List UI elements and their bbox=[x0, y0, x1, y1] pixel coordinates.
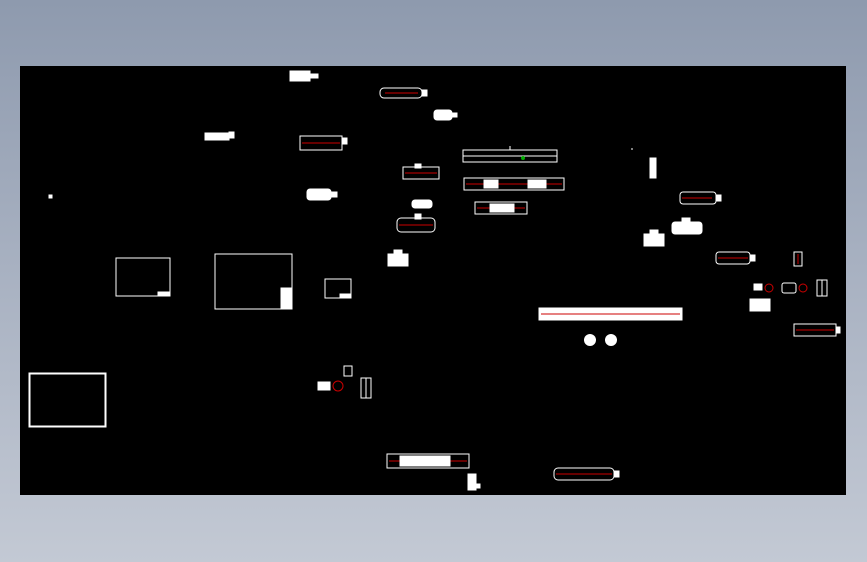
shaft-view bbox=[299, 135, 348, 151]
part-view bbox=[411, 199, 433, 209]
part-view bbox=[204, 131, 235, 141]
part-view bbox=[387, 249, 409, 267]
part-view bbox=[631, 148, 657, 179]
part-view bbox=[48, 194, 53, 199]
shaft-view bbox=[463, 177, 565, 191]
shaft-view bbox=[402, 163, 440, 180]
shaft-view bbox=[715, 251, 756, 265]
part-view bbox=[467, 473, 481, 491]
part-view bbox=[306, 188, 338, 201]
shaft-view bbox=[679, 191, 722, 205]
shaft-view bbox=[386, 453, 470, 469]
part-view bbox=[749, 298, 771, 312]
part-view bbox=[317, 365, 372, 399]
part-view bbox=[433, 109, 458, 121]
part-view bbox=[753, 279, 828, 297]
shaft-view bbox=[462, 146, 558, 163]
drawing-sheet-frame bbox=[115, 257, 171, 297]
shaft-view bbox=[396, 213, 436, 233]
part-view bbox=[671, 217, 703, 235]
drawing-sheet-frame bbox=[214, 253, 293, 310]
part-view bbox=[289, 70, 319, 82]
part-view bbox=[793, 251, 803, 267]
shaft-view bbox=[474, 201, 528, 215]
drawing-sheet-frame bbox=[28, 372, 107, 428]
part-view bbox=[643, 229, 665, 247]
shaft-view bbox=[793, 323, 841, 337]
cad-drawing-canvas bbox=[28, 70, 841, 491]
shaft-view bbox=[553, 467, 620, 481]
drawing-sheet-frame bbox=[324, 278, 352, 299]
shaft-view bbox=[538, 307, 683, 346]
cad-drawing-viewport[interactable] bbox=[20, 66, 846, 495]
shaft-view bbox=[379, 87, 428, 99]
